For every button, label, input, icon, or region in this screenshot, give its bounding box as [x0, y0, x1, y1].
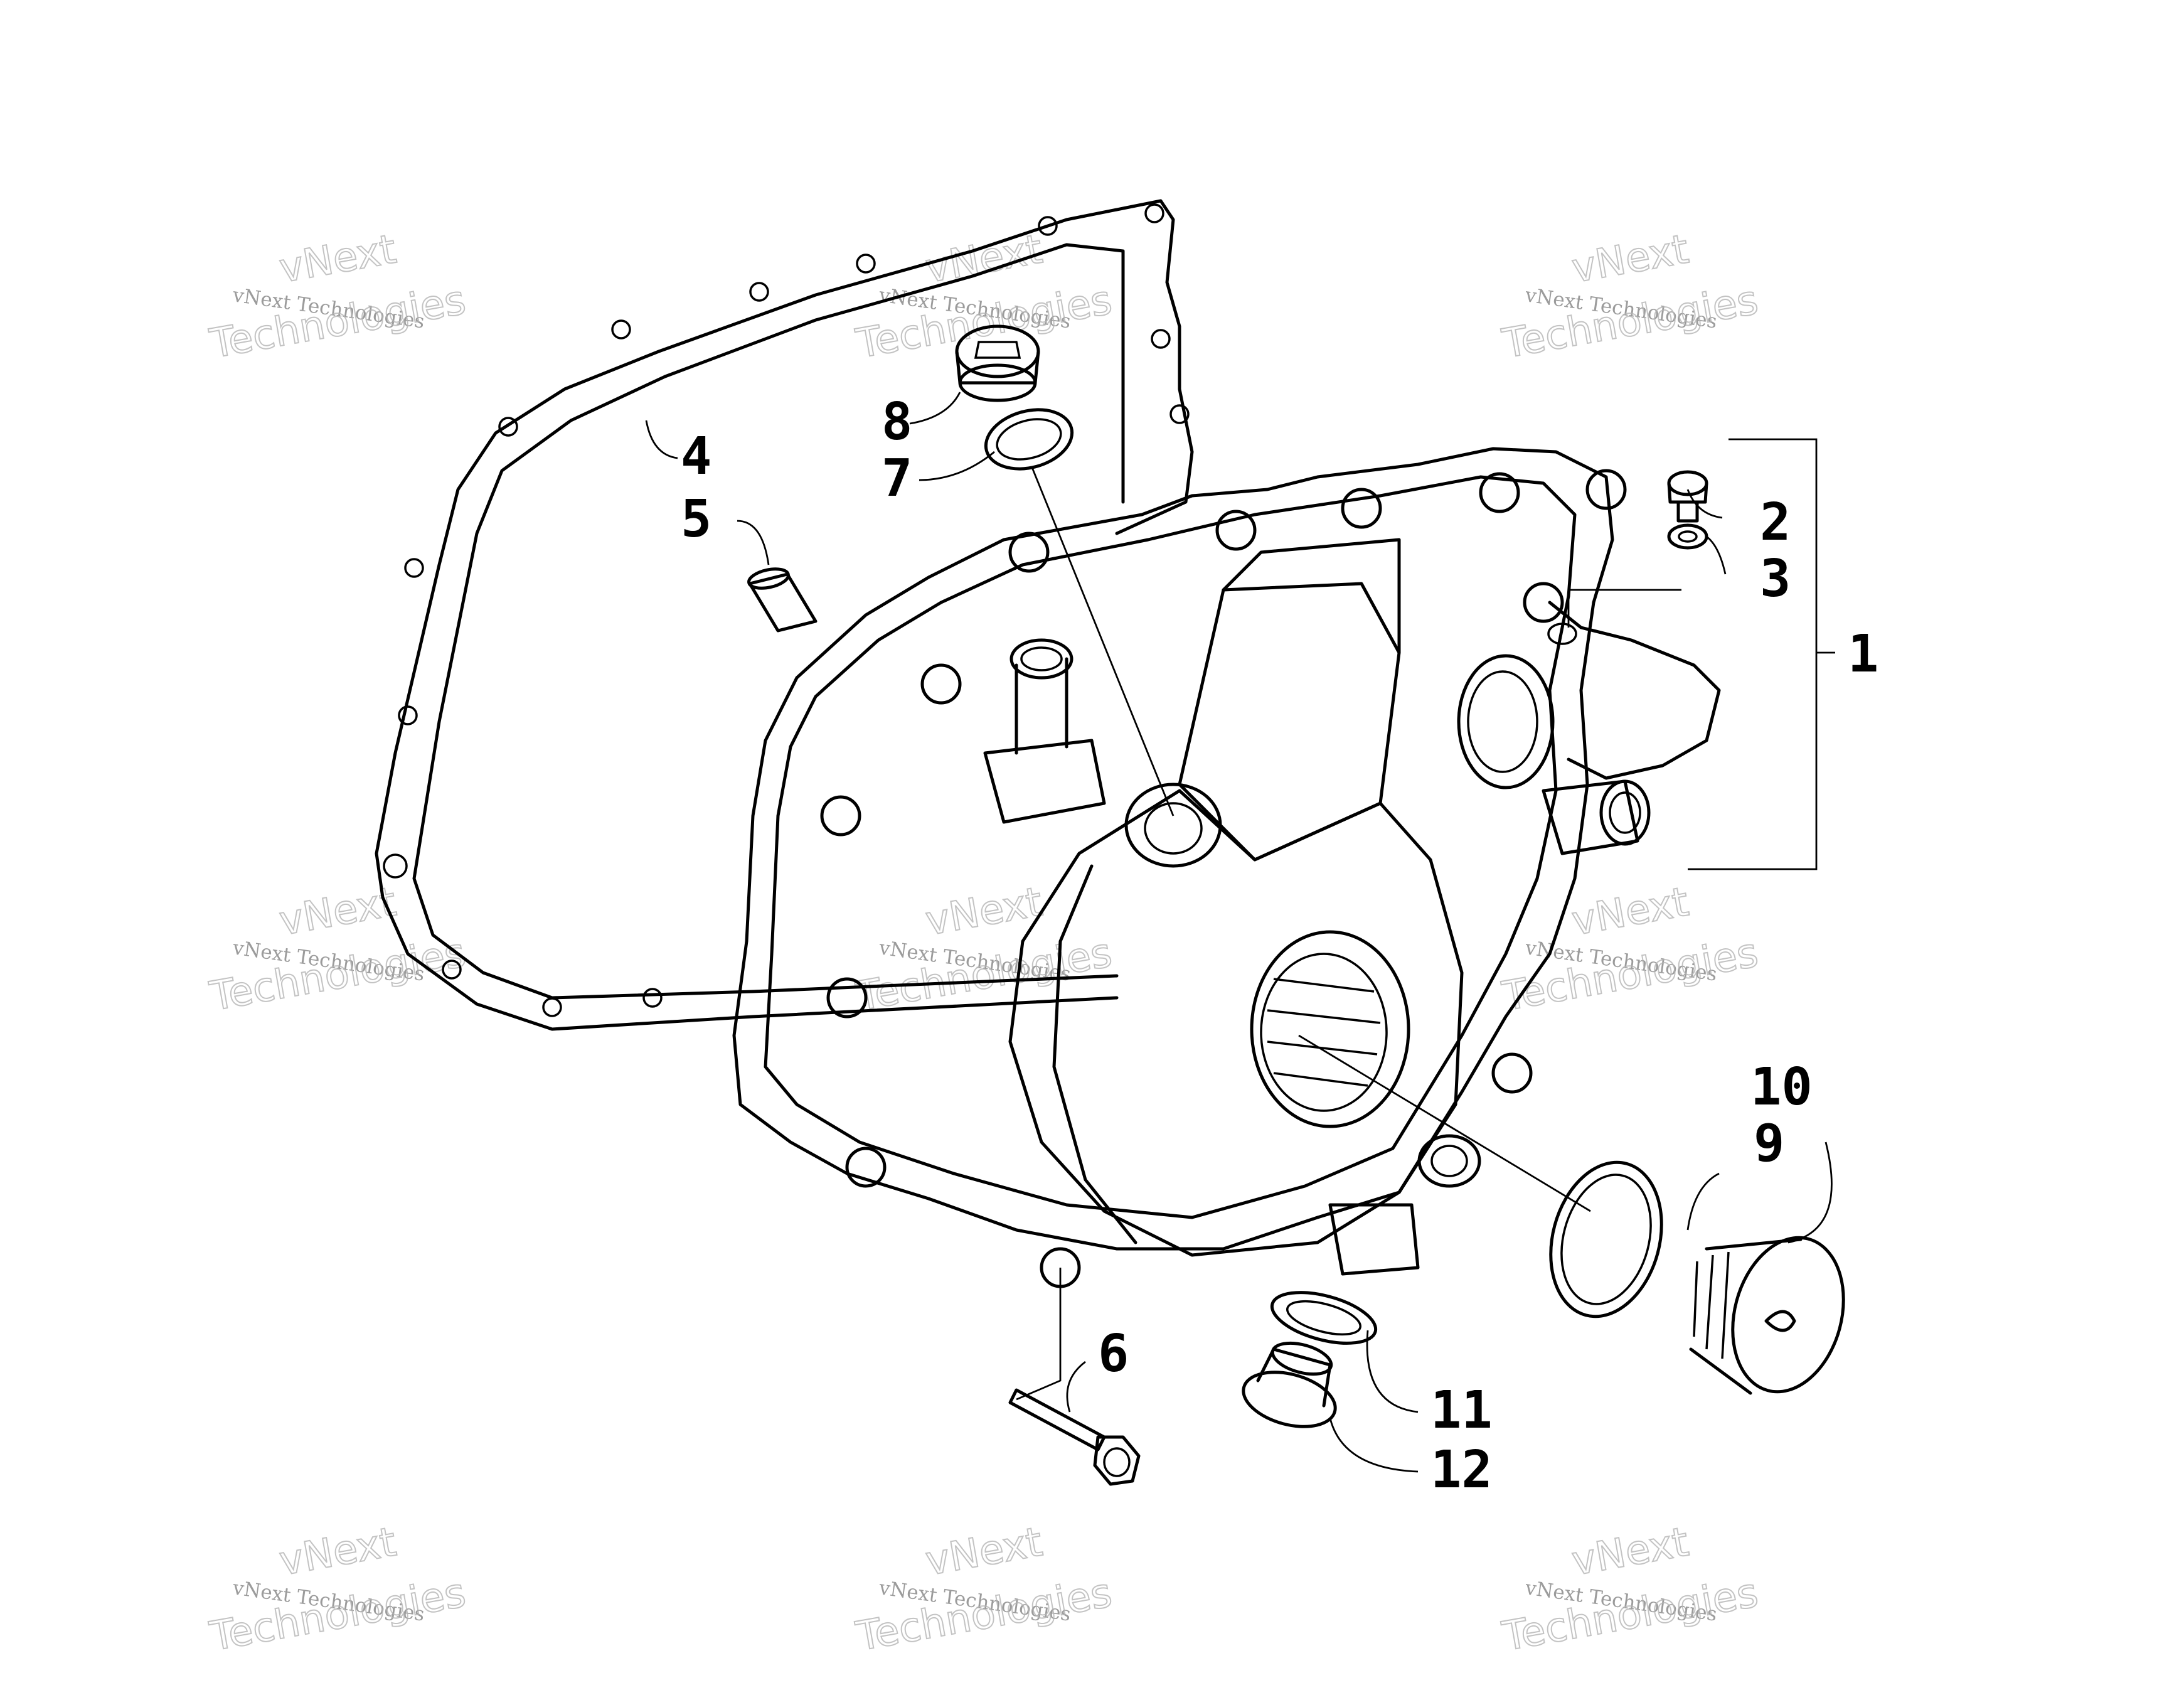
watermark-group: vNext vNext Technologies Technologies vN… [206, 225, 1762, 1661]
leader-lines [645, 392, 1835, 1473]
bolt-part-2 [1667, 470, 1708, 523]
oring-part-10 [1549, 1160, 1663, 1318]
callout-9: 9 [1754, 1114, 1784, 1174]
plug-part-8 [955, 324, 1040, 402]
callout-4: 4 [681, 427, 711, 486]
callout-3: 3 [1760, 549, 1791, 609]
watermark: vNext vNext Technologies Technologies [1498, 1518, 1762, 1661]
gasket-part-4 [375, 199, 1194, 1031]
callout-10: 10 [1750, 1057, 1813, 1117]
callout-7: 7 [882, 449, 912, 508]
washer-part-11 [1270, 1291, 1378, 1345]
callout-11: 11 [1430, 1381, 1493, 1440]
svg-text:vNext: vNext [276, 226, 400, 292]
watermark: vNext vNext Technologies Technologies [1498, 878, 1762, 1021]
callout-1: 1 [1848, 624, 1878, 684]
callout-5: 5 [681, 489, 711, 549]
cover-housing-part-1 [732, 447, 1721, 1288]
watermark: vNext vNext Technologies Technologies [206, 1518, 470, 1661]
bolt-part-6 [1008, 1388, 1141, 1486]
watermark: vNext vNext Technologies Technologies [206, 878, 470, 1021]
plug-part-12 [1242, 1341, 1337, 1428]
svg-text:vNext: vNext [922, 1519, 1046, 1585]
oring-part-7 [984, 408, 1074, 471]
callout-12: 12 [1430, 1440, 1493, 1500]
callout-6: 6 [1098, 1324, 1129, 1384]
watermark: vNext vNext Technologies Technologies [1498, 225, 1762, 368]
svg-text:vNext: vNext [1569, 226, 1692, 292]
watermark: vNext vNext Technologies Technologies [852, 1518, 1116, 1661]
callout-8: 8 [882, 392, 912, 452]
callout-2: 2 [1760, 493, 1791, 552]
svg-text:vNext: vNext [276, 1519, 400, 1585]
svg-text:vNext: vNext [1569, 879, 1692, 944]
dowel-pin-part-5 [747, 567, 818, 633]
cap-part-9 [1689, 1236, 1845, 1395]
watermark: vNext vNext Technologies Technologies [206, 225, 470, 368]
washer-part-3 [1667, 523, 1708, 550]
svg-text:vNext: vNext [1569, 1519, 1692, 1585]
callout-labels: 1 2 3 4 5 6 7 8 9 10 11 12 [681, 392, 1878, 1500]
